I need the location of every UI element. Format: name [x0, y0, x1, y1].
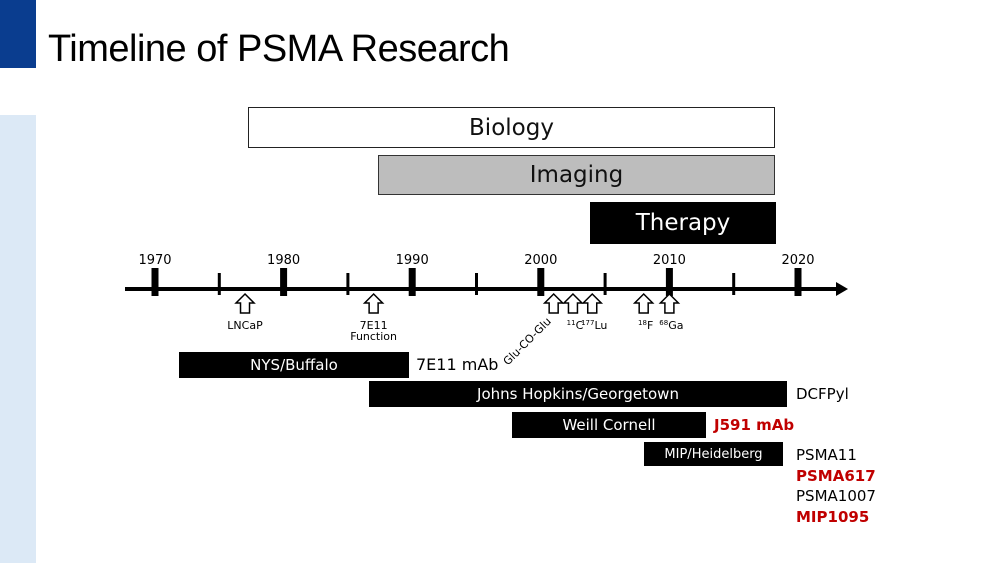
milestone-label-6: 68Ga [659, 319, 683, 332]
outcome-psma1007: PSMA1007 [796, 487, 876, 505]
group-bar-weill-cornell: Weill Cornell [512, 412, 706, 438]
outcome-dcfpyl: DCFPyl [796, 385, 849, 403]
milestone-arrow-icon-0 [234, 292, 256, 314]
milestone-arrow-icon-1 [362, 292, 385, 314]
year-label-2020: 2020 [781, 253, 814, 268]
major-tick-1970 [151, 268, 159, 296]
phase-therapy: Therapy [590, 202, 776, 244]
major-tick-2000 [537, 268, 545, 296]
milestone-arrow-icon-4 [581, 292, 604, 314]
group-bar-johns-hopkins: Johns Hopkins/Georgetown [369, 381, 787, 407]
milestone-label-2: Glu-CO-Glu [501, 315, 554, 368]
year-label-1990: 1990 [396, 253, 429, 268]
milestone-label-3: 11C [567, 319, 584, 332]
milestone-label-5: 18F [638, 319, 653, 332]
year-label-1970: 1970 [138, 253, 171, 268]
milestone-label-1-1: Function [350, 330, 397, 343]
minor-tick-1985 [346, 273, 350, 295]
phase-imaging: Imaging [378, 155, 775, 195]
milestone-arrow-icon-5 [632, 292, 655, 314]
milestone-arrow-icon-2 [542, 292, 565, 314]
milestone-arrow-icon-3 [562, 292, 584, 314]
axis-arrowhead [836, 282, 848, 296]
milestone-arrow-icon-6 [658, 292, 681, 314]
side-accent-bar [0, 115, 36, 563]
outcome-7e11-mab: 7E11 mAb [416, 355, 499, 374]
slide-title: Timeline of PSMA Research [48, 28, 510, 70]
major-tick-2020 [794, 268, 802, 296]
year-label-1980: 1980 [267, 253, 300, 268]
minor-tick-1975 [217, 273, 221, 295]
minor-tick-1995 [475, 273, 478, 295]
major-tick-1980 [280, 268, 288, 296]
milestone-label-1-0: 7E11 [360, 319, 388, 332]
major-tick-2010 [665, 268, 673, 296]
outcome-mip1095: MIP1095 [796, 508, 870, 526]
minor-tick-2005 [603, 273, 607, 295]
outcome-psma617: PSMA617 [796, 467, 876, 485]
outcome-j591-mab: J591 mAb [714, 416, 795, 434]
year-label-2010: 2010 [653, 253, 686, 268]
phase-biology: Biology [248, 107, 775, 148]
outcome-psma11: PSMA11 [796, 446, 857, 464]
group-bar-nys-buffalo: NYS/Buffalo [179, 352, 409, 378]
year-label-2000: 2000 [524, 253, 557, 268]
milestone-label-4: 177Lu [581, 319, 607, 332]
milestone-label-0-0: LNCaP [227, 319, 263, 332]
minor-tick-2015 [732, 273, 736, 295]
major-tick-1990 [408, 268, 416, 296]
title-accent-bar [0, 0, 36, 68]
group-bar-mip-heidelberg: MIP/Heidelberg [644, 442, 783, 466]
